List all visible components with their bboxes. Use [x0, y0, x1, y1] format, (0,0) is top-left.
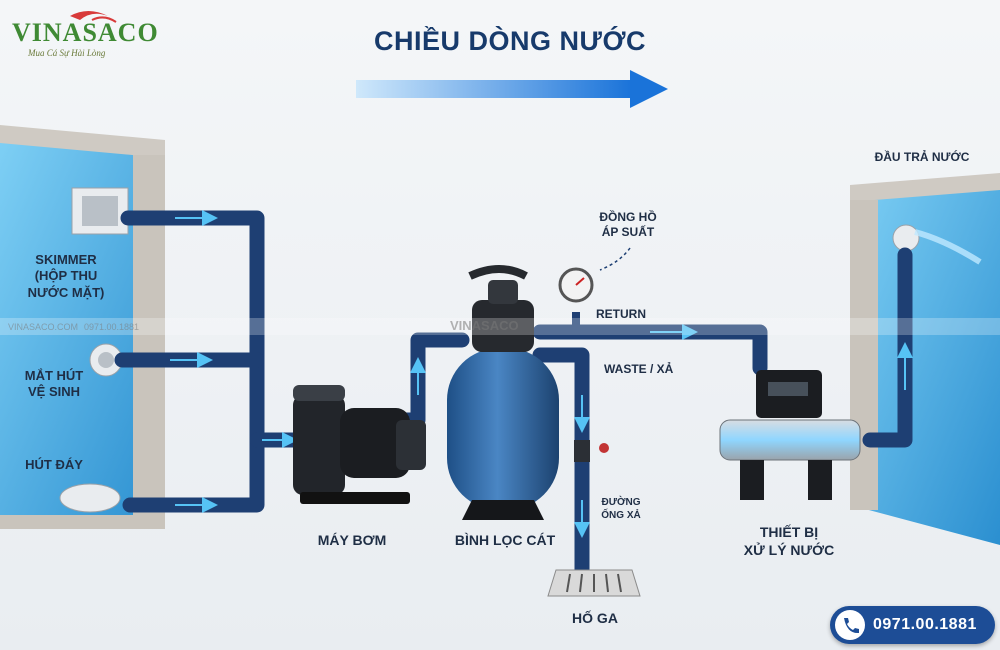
skimmer-mouth [82, 196, 118, 226]
waste-pipe [532, 347, 590, 578]
label-drain: HÚT ĐÁY [25, 457, 83, 472]
label-gauge: ĐỒNG HỒ ÁP SUẤT [599, 210, 657, 239]
flow-arrows [170, 210, 913, 538]
return-pipe-to-treatment [532, 324, 768, 376]
label-treatment: THIẾT BỊ XỬ LÝ NƯỚC [743, 524, 835, 558]
label-return: RETURN [596, 307, 646, 321]
brand-logo: VINASACO [12, 18, 159, 47]
page-title: CHIỀU DÒNG NƯỚC [374, 26, 646, 56]
pressure-gauge-needle [575, 277, 585, 286]
sand-filter [447, 265, 559, 520]
label-return-jet: ĐẦU TRẢ NƯỚC [874, 150, 970, 164]
flow-direction-arrow [356, 80, 632, 98]
return-jet-spray [914, 229, 982, 265]
logo-swoosh [70, 11, 108, 20]
pump [293, 385, 426, 504]
return-jet [892, 224, 920, 252]
label-vacuum: MẮT HÚT VỆ SINH [24, 368, 84, 400]
hotline-number: 0971.00.1881 [873, 616, 977, 633]
label-drain-pipe: ĐƯỜNG ỐNG XẢ [601, 497, 641, 521]
waste-valve [574, 440, 590, 462]
return-pipe-to-pool [862, 247, 913, 448]
label-skimmer: SKIMMER (HỘP THU NƯỚC MẶT) [27, 252, 105, 300]
main-drain [59, 483, 121, 513]
logo-swoosh [91, 16, 117, 23]
vacuum-fitting-hole [98, 352, 114, 368]
hotline-badge[interactable]: 0971.00.1881 [830, 606, 995, 644]
watermark-site: VINASACO.COM [8, 322, 79, 332]
treatment-unit [719, 370, 861, 500]
label-filter: BÌNH LỌC CÁT [454, 532, 556, 548]
label-pump: MÁY BƠM [317, 532, 387, 548]
watermark-strip [0, 318, 1000, 335]
flow-direction-arrowhead [630, 70, 668, 108]
brand-tagline: Mua Cá Sự Hài Lòng [28, 48, 106, 58]
label-waste: WASTE / XẢ [604, 362, 674, 376]
phone-icon [835, 610, 865, 640]
right-pool [850, 173, 1000, 545]
watermark-phone: 0971.00.1881 [84, 322, 140, 332]
label-sump: HỐ GA [572, 610, 618, 626]
gauge-callout-line [599, 247, 631, 271]
sump-grate [547, 569, 641, 597]
watermark-logo: VINASACO [450, 318, 519, 333]
waste-valve-handle [599, 443, 609, 453]
